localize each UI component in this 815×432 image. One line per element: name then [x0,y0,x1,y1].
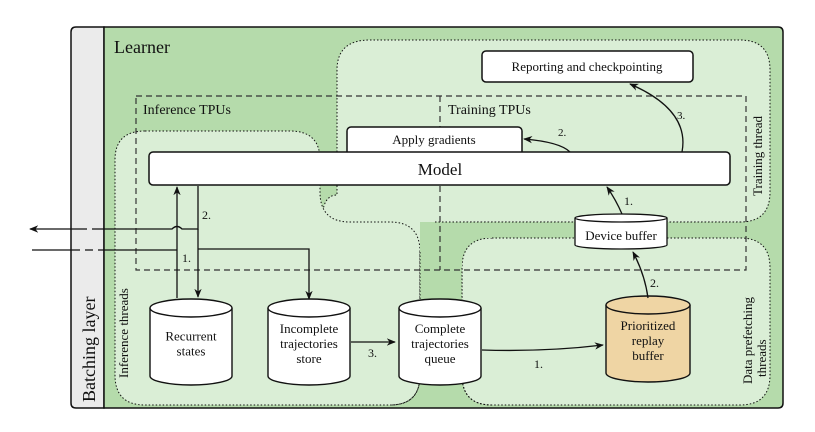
edge-complete-to-replay [481,342,604,352]
store-label-line: buffer [632,348,664,363]
edge-model-to-reporting [629,83,684,153]
store-label-line: queue [424,351,455,366]
edge-device-to-model [606,186,623,215]
inference-threads-label: Inference threads [116,288,131,378]
store-label-line: Recurrent [165,329,217,344]
store-label-line: Complete [415,321,466,336]
edge-model-to-apply [523,136,571,153]
model-label: Model [418,160,463,179]
edge-to-incomplete [198,248,313,300]
inference-edges [29,83,684,352]
inference-tpus-label: Inference TPUs [143,103,231,118]
store-label-line: store [296,351,322,366]
store-label-line: replay [632,333,665,348]
edge-label-device-to-model: 1. [624,194,633,208]
edge-label-complete-to-replay: 1. [534,357,543,371]
cylinder-top [149,298,233,318]
edge-replay-to-device [632,251,649,299]
data-prefetching-label-2: threads [754,339,769,377]
cylinder-body [267,308,351,386]
apply-gradients-label: Apply gradients [392,132,475,147]
store-label-line: states [177,344,206,359]
tpu-region: Inference TPUs Training TPUs [135,95,747,271]
edge-label-inference-in: 1. [182,251,191,265]
cylinder-top [605,295,691,315]
reporting-checkpointing-box: Reporting and checkpointing [481,50,694,83]
cylinder-top [398,298,482,318]
training-tpus-label: Training TPUs [448,103,531,118]
store-label-line: trajectories [411,336,469,351]
store-label-line: Prioritized [621,318,676,333]
store-label-line: Incomplete [280,321,339,336]
edge-label-replay-to-device: 2. [650,276,659,290]
batching-layer-label: Batching layer [79,297,99,402]
reporting-checkpointing-label: Reporting and checkpointing [512,59,663,74]
edge-label-model-to-reporting: 3. [677,110,686,122]
learner-label: Learner [114,37,170,57]
edge-label-model-to-apply: 2. [558,127,567,139]
cylinder-top [267,298,351,318]
device-buffer-store: Device buffer [574,213,668,250]
cylinder-body [398,308,482,386]
training-thread-label: Training thread [750,115,765,196]
batching-layer: Batching layer [70,26,105,409]
store-label-line: trajectories [280,336,338,351]
device-buffer-label: Device buffer [585,228,657,243]
cylinder-body [149,308,233,386]
cylinder-body [605,305,691,383]
data-prefetching-label-1: Data prefetching [740,297,755,384]
edge-label-inference-out: 2. [202,208,211,222]
edge-label-incomplete-to-complete: 3. [368,346,377,360]
model-box: Model [148,151,731,186]
